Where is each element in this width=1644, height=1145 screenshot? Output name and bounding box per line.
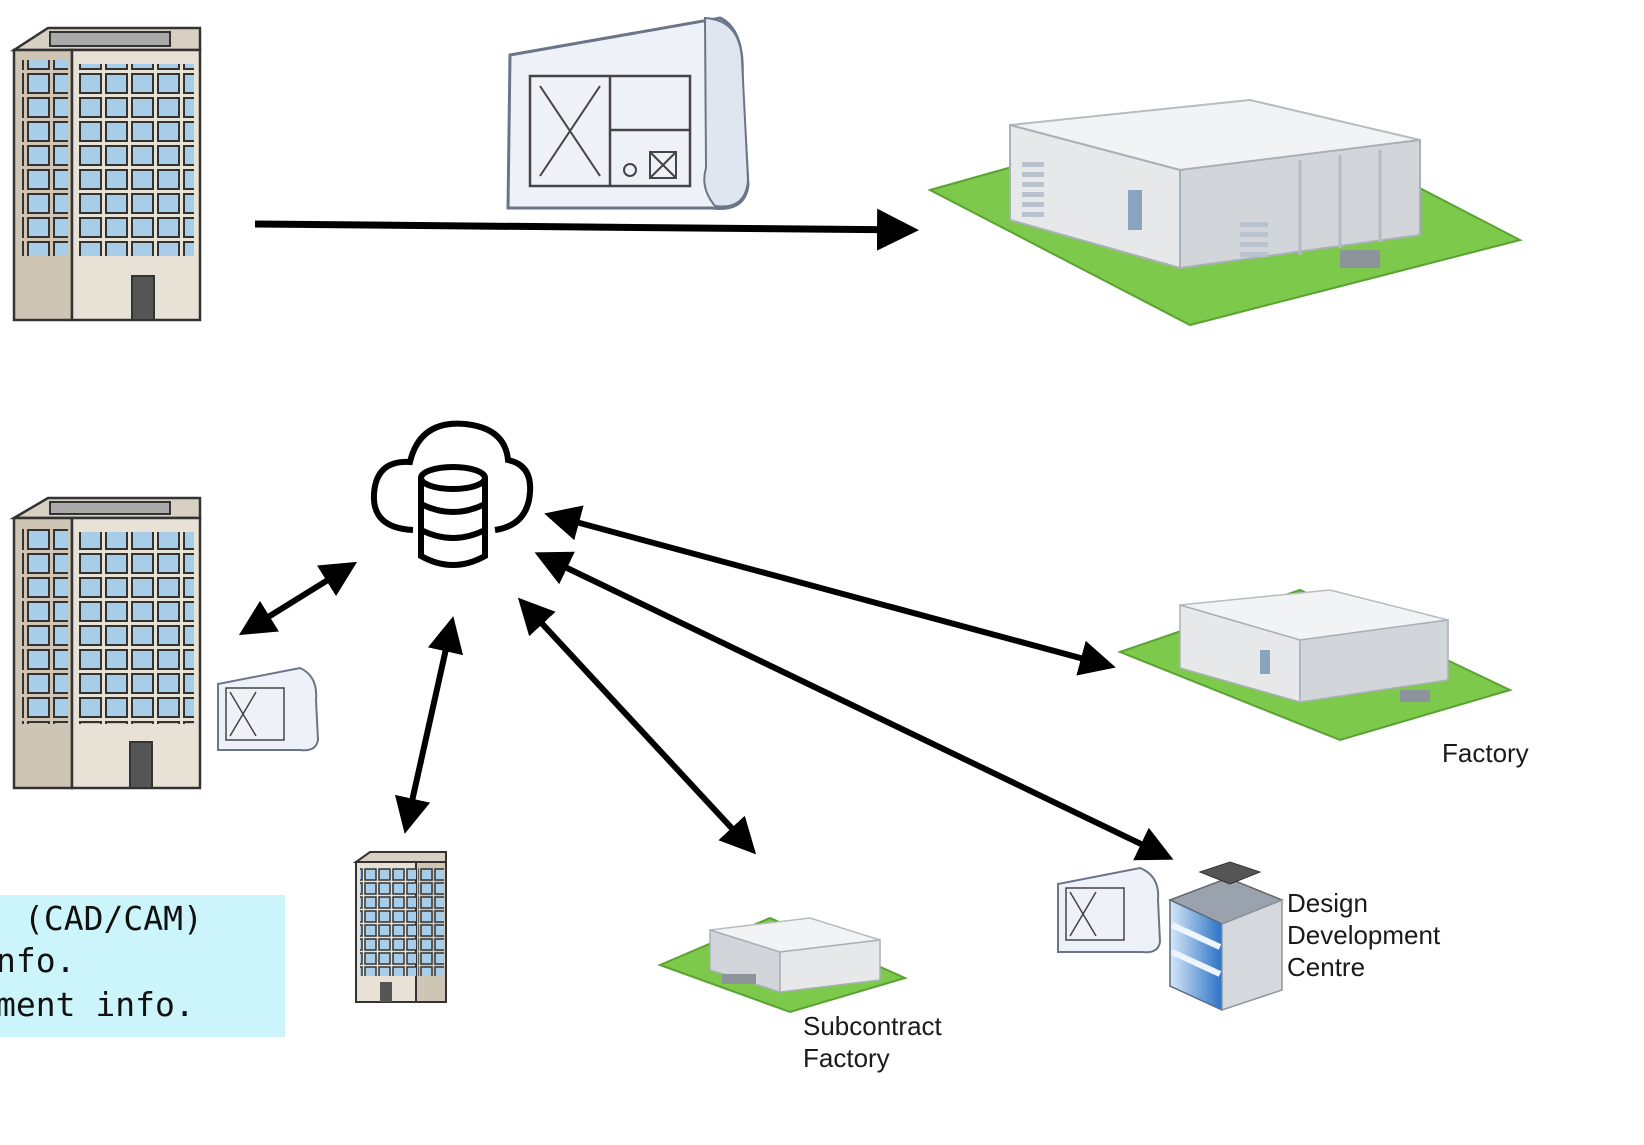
blueprint-icon	[1057, 866, 1162, 954]
arrow-factory-cloud	[544, 505, 1116, 676]
label-line: Development	[1287, 920, 1441, 950]
office-building-icon	[9, 26, 202, 322]
blueprint-icon	[506, 16, 750, 211]
arrow-office-cloud	[238, 561, 358, 636]
arrow-building-cloud	[394, 616, 464, 834]
factory-label: Factory	[1442, 738, 1529, 768]
label-line: Factory	[803, 1043, 890, 1073]
info-line-3: ment info.	[0, 985, 195, 1024]
transfer-arrow	[254, 208, 919, 251]
office-building-icon	[1168, 861, 1285, 1012]
data-flow-arrows	[238, 505, 1174, 861]
office-tower-icon	[352, 851, 447, 1003]
factory-icon	[927, 98, 1523, 327]
blueprint-icon	[217, 666, 320, 752]
info-line-2: nfo.	[0, 941, 76, 980]
subcontract-factory-label: Subcontract Factory	[803, 1010, 942, 1074]
label-line: Design	[1287, 888, 1368, 918]
label-line: Centre	[1287, 952, 1366, 982]
info-box: (CAD/CAM) nfo. ment info.	[0, 895, 285, 1037]
office-tower-icon	[9, 496, 202, 790]
cloud-database-icon	[370, 420, 534, 568]
arrow-design-cloud	[534, 551, 1174, 861]
info-line-cad-cam: (CAD/CAM)	[24, 899, 203, 938]
factory-icon	[657, 916, 908, 1014]
design-centre-label: Design Development Centre	[1287, 887, 1440, 983]
label-line: Subcontract	[803, 1011, 942, 1041]
factory-icon	[1117, 588, 1513, 742]
